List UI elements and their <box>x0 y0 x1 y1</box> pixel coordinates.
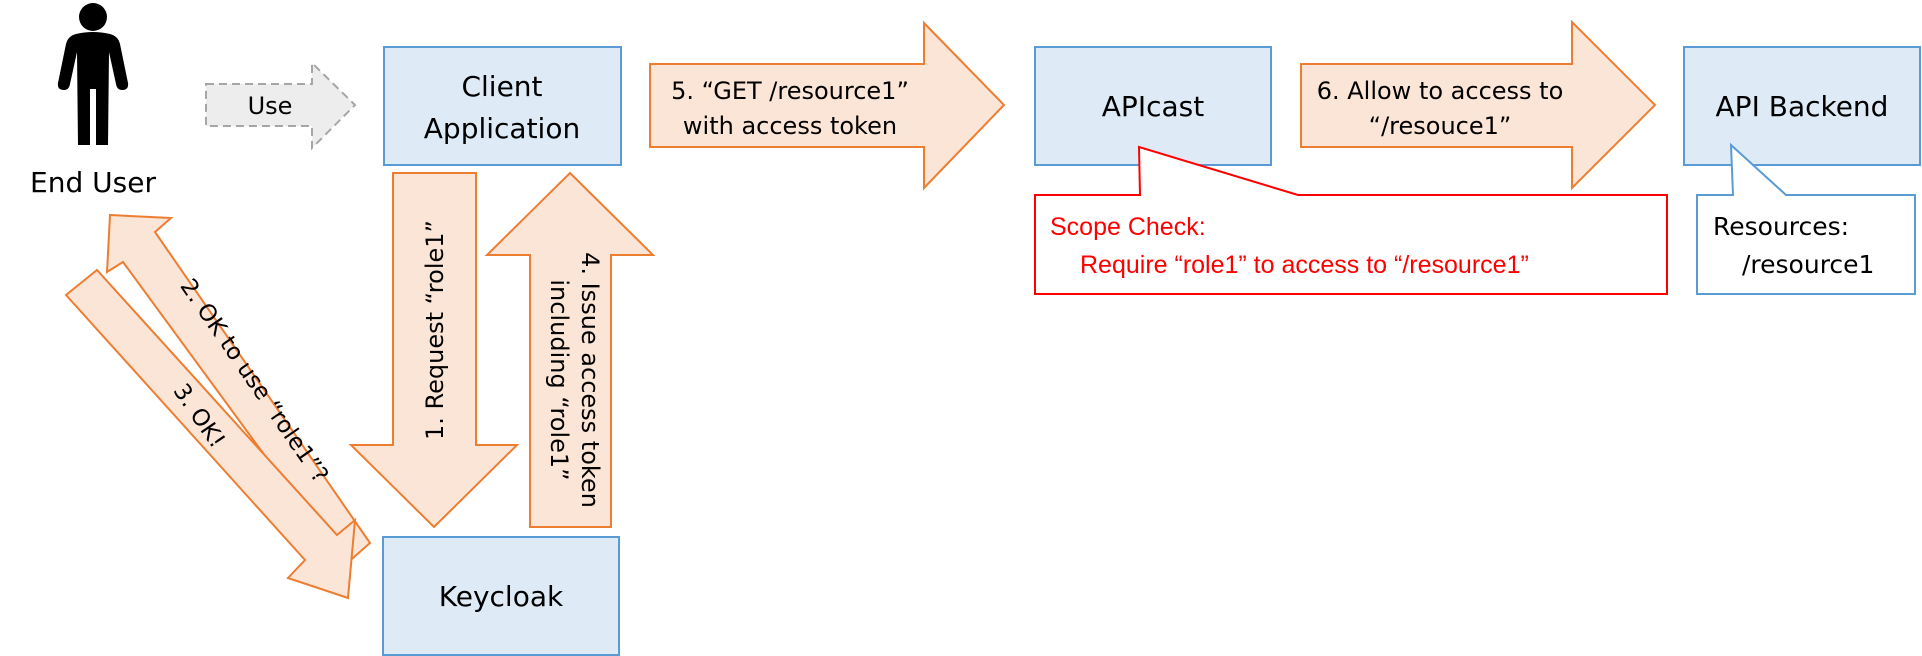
apicast-node: APIcast <box>1034 46 1272 166</box>
api-backend-label: API Backend <box>1716 90 1889 123</box>
step1-arrow: 1. Request “role1” <box>348 172 520 529</box>
use-arrow: Use <box>205 60 357 151</box>
step4-label-line2: including “role1” <box>545 279 573 480</box>
client-application-node: Client Application <box>383 46 622 166</box>
step6-arrow: 6. Allow to access to “/resouce1” <box>1300 19 1657 191</box>
resources-title: Resources: <box>1713 212 1849 241</box>
client-application-label-line1: Client <box>461 70 542 103</box>
step2-arrow: 2. OK to use “role1”? <box>105 213 372 567</box>
client-application-label-line2: Application <box>424 112 580 145</box>
step5-arrow: 5. “GET /resource1” with access token <box>649 20 1006 191</box>
use-arrow-label: Use <box>248 92 293 120</box>
resources-body: /resource1 <box>1742 250 1874 279</box>
step5-label-line2: with access token <box>683 112 897 140</box>
keycloak-node: Keycloak <box>382 536 620 656</box>
step6-label-line1: 6. Allow to access to <box>1317 77 1564 105</box>
keycloak-label: Keycloak <box>439 580 564 613</box>
resources-callout: Resources: /resource1 <box>1696 142 1916 295</box>
step5-label-line1: 5. “GET /resource1” <box>671 77 909 105</box>
end-user-label: End User <box>30 166 156 199</box>
step6-label-line2: “/resouce1” <box>1369 112 1512 140</box>
step1-label: 1. Request “role1” <box>421 220 449 440</box>
step4-arrow: 4. Issue access token including “role1” <box>484 171 656 528</box>
scope-check-body: Require “role1” to access to “/resource1… <box>1080 251 1529 279</box>
person-icon <box>57 3 129 145</box>
scope-check-callout: Scope Check: Require “role1” to access t… <box>1034 145 1668 295</box>
apicast-label: APIcast <box>1102 90 1204 123</box>
scope-check-title: Scope Check: <box>1050 213 1206 241</box>
end-user-actor: End User <box>30 3 156 199</box>
step4-label-line1: 4. Issue access token <box>576 252 604 508</box>
api-backend-node: API Backend <box>1683 46 1921 166</box>
